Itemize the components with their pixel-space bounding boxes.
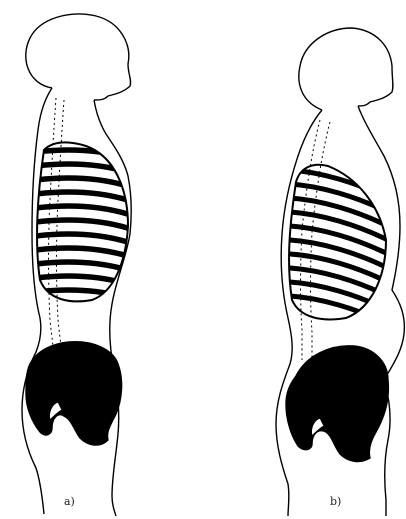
figure-a-ribs	[36, 150, 134, 300]
figure-a-head-outline	[26, 14, 131, 100]
figure-a-spine	[49, 98, 57, 360]
figure-a-pelvis	[26, 342, 122, 445]
figure-b-label: b)	[330, 495, 341, 508]
figure-a-upright-posture	[22, 14, 134, 516]
figure-a-front-outline	[94, 100, 131, 516]
figure-b-slouched-posture	[276, 28, 404, 516]
figure-a-label: a)	[64, 495, 75, 508]
figure-b-head-outline	[299, 28, 393, 110]
figure-b-pelvis	[286, 346, 388, 462]
figure-b-ribs	[290, 170, 392, 326]
